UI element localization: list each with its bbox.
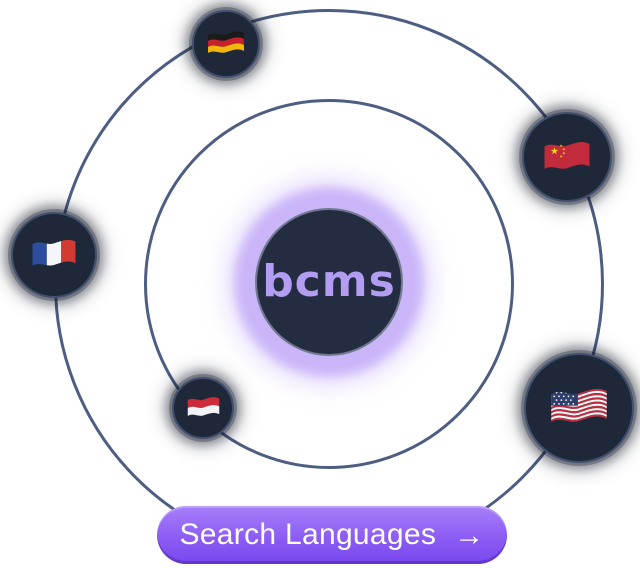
search-languages-button[interactable]: Search Languages → [157,506,507,564]
indonesia-flag-icon [172,377,234,439]
china-flag-icon [522,112,612,202]
bcms-logo-text: bcms [262,256,396,307]
bcms-logo-badge: bcms [255,208,403,356]
germany-flag-icon [192,10,260,78]
search-languages-label: Search Languages [179,518,437,551]
inner-orbit-ring [144,99,514,469]
arrow-right-icon: → [454,519,485,552]
usa-flag-icon [524,353,634,463]
france-flag-icon [11,212,97,298]
